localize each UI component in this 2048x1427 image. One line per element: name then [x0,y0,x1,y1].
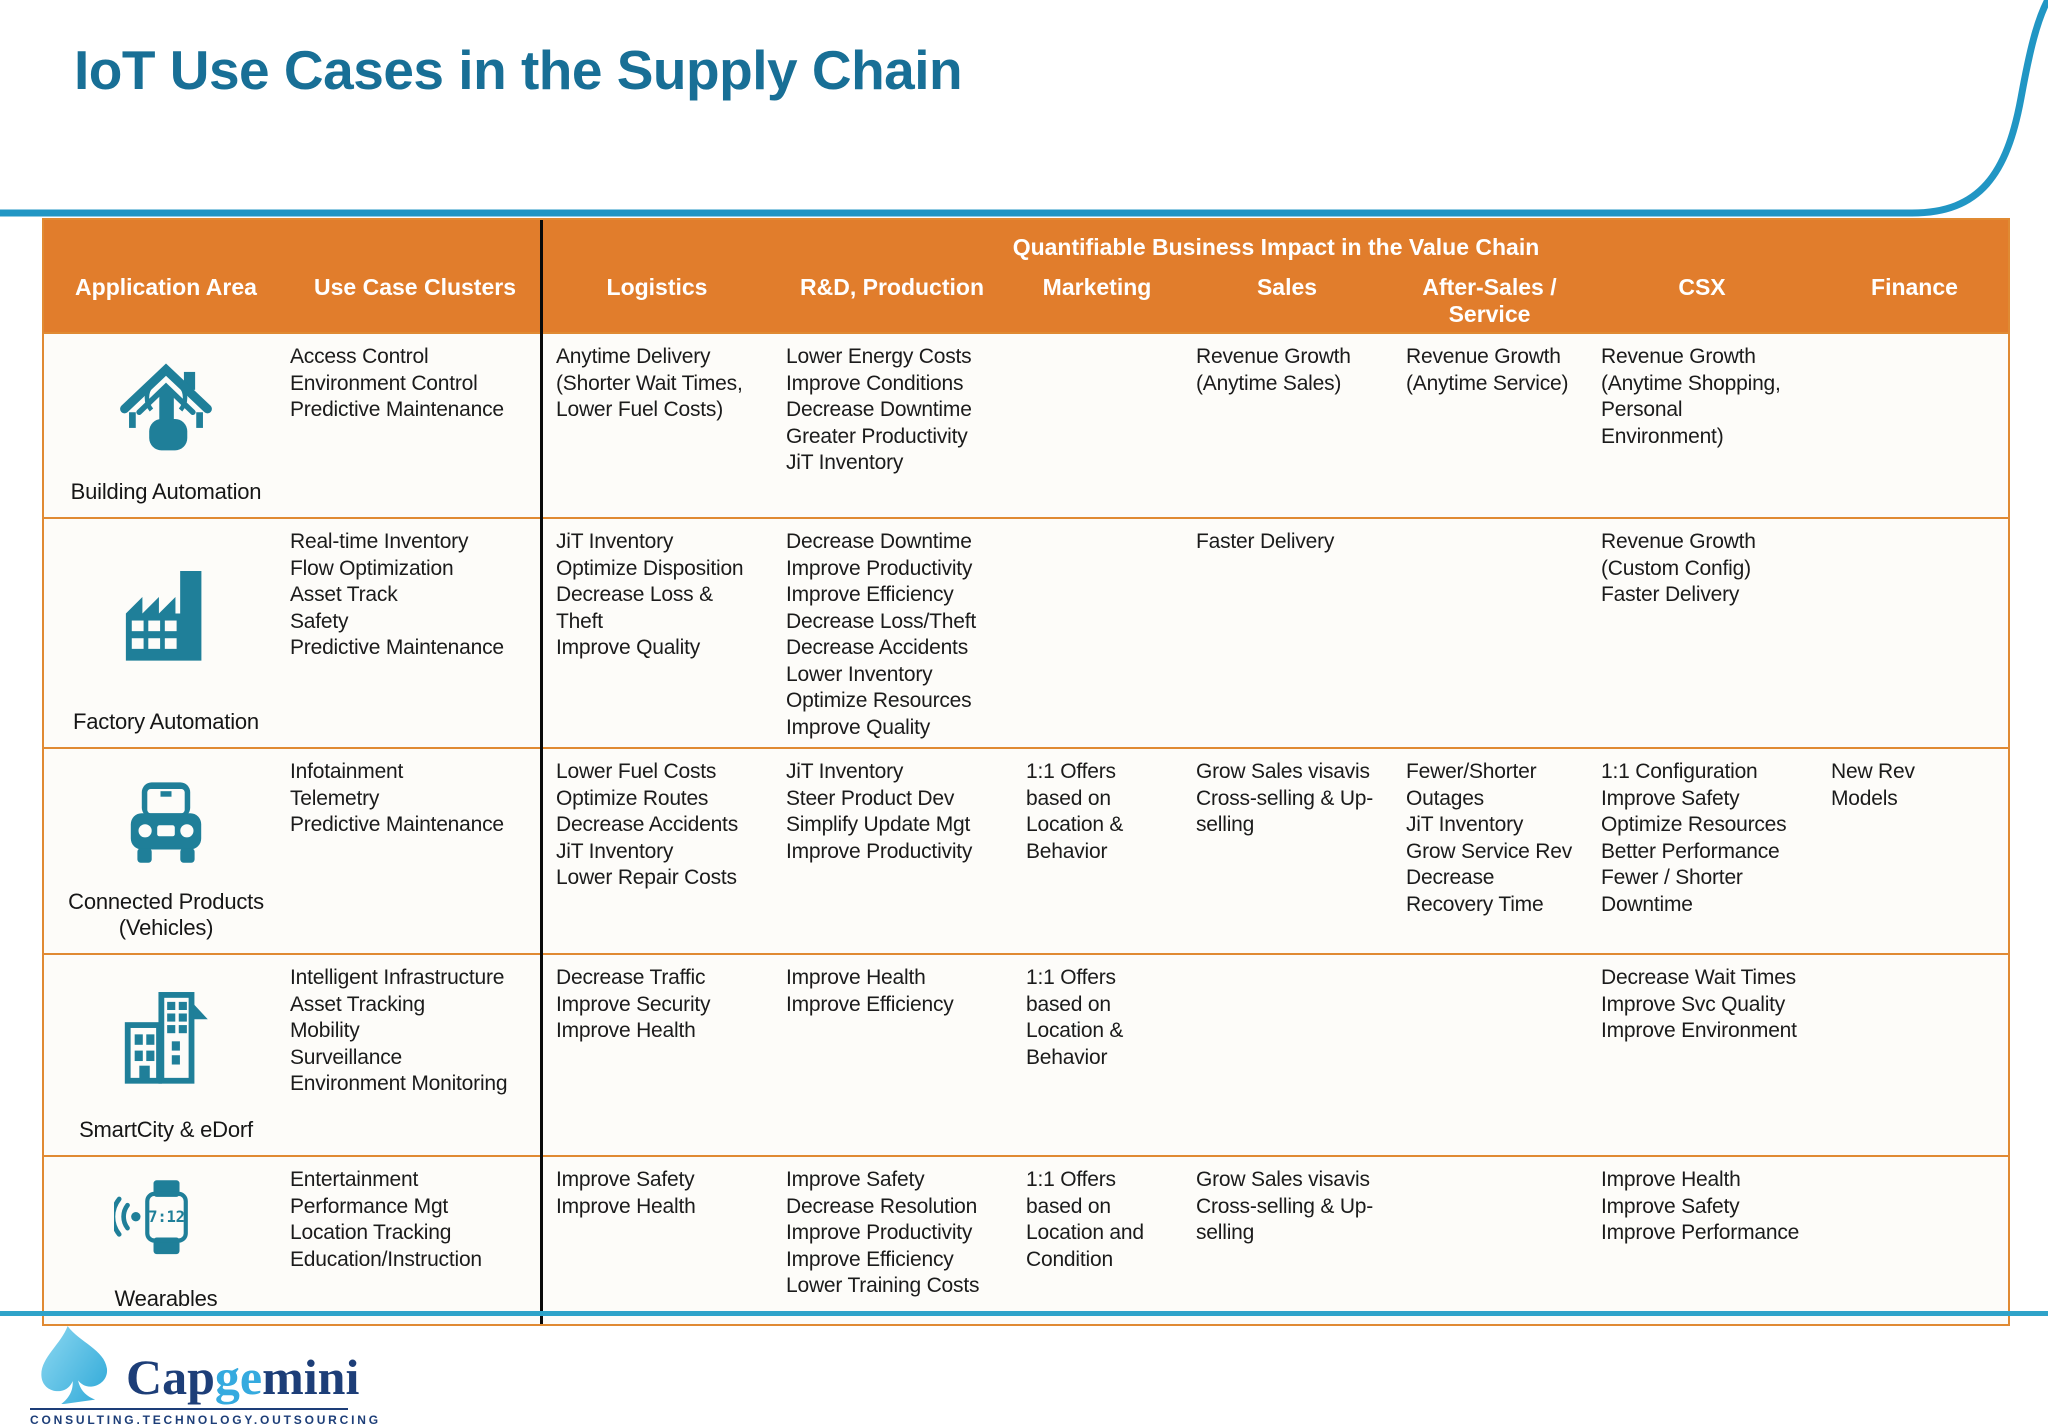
col-header-csx: CSX [1678,274,1726,300]
marketing-cell: 1:1 Offers based on Location & Behavior [1026,760,1124,863]
wordmark-part: ge [214,1349,263,1405]
col-header-sales: Sales [1256,274,1318,300]
connected-vehicle-icon [111,755,221,889]
rd-production-cell: Improve Health Improve Efficiency [786,966,954,1016]
finance-cell: New Rev Models [1831,760,1915,810]
wearables-icon: 7:12 [114,1163,218,1286]
use-case-clusters-cell: Intelligent Infrastructure Asset Trackin… [290,966,508,1095]
table-row-building-automation: Building Automation Access Control Envir… [44,332,2008,517]
use-case-table: Quantifiable Business Impact in the Valu… [42,218,2010,1326]
col-header-rd-production: R&D, Production [800,274,984,300]
area-cell: Building Automation [44,334,288,517]
csx-cell: Revenue Growth (Anytime Shopping, Person… [1601,345,1781,448]
rd-production-cell: Improve Safety Decrease Resolution Impro… [786,1168,980,1297]
wordmark-part: mini [262,1349,360,1405]
csx-cell: Revenue Growth (Custom Config) Faster De… [1601,530,1756,606]
use-case-clusters-cell: Real-time Inventory Flow Optimization As… [290,530,504,659]
area-cell: Connected Products (Vehicles) [44,749,288,953]
logistics-cell: Anytime Delivery (Shorter Wait Times, Lo… [556,345,743,421]
logo-tagline: CONSULTING.TECHNOLOGY.OUTSOURCING [30,1413,381,1427]
after-sales-service-cell [1392,519,1587,747]
column-divider-line [540,220,543,1324]
finance-cell [1817,955,2012,1155]
watch-time-text: 7:12 [148,1207,185,1225]
area-label: Factory Automation [73,709,259,734]
logistics-cell: JiT Inventory Optimize Disposition Decre… [556,530,744,659]
rd-production-cell: JiT Inventory Steer Product Dev Simplify… [786,760,973,863]
marketing-cell [1012,334,1182,517]
use-case-clusters-cell: Entertainment Performance Mgt Location T… [290,1168,482,1271]
sales-cell: Revenue Growth (Anytime Sales) [1196,345,1351,395]
table-row-factory-automation: Factory Automation Real-time Inventory F… [44,517,2008,747]
capgemini-logo: Capgemini CONSULTING.TECHNOLOGY.OUTSOURC… [28,1322,448,1427]
csx-cell: Decrease Wait Times Improve Svc Quality … [1601,966,1797,1042]
capgemini-wordmark: Capgemini [126,1350,359,1404]
area-label: Connected Products (Vehicles) [68,889,264,940]
sales-cell: Grow Sales visavis Cross-selling & Up- s… [1196,1168,1374,1244]
col-header-application-area: Application Area [75,274,257,300]
after-sales-service-cell [1392,1157,1587,1324]
finance-cell [1817,334,2012,517]
sales-cell: Grow Sales visavis Cross-selling & Up- s… [1196,760,1374,836]
building-automation-icon [110,340,222,479]
col-header-finance: Finance [1871,274,1958,300]
wordmark-part: Cap [126,1349,215,1405]
rd-production-cell: Lower Energy Costs Improve Conditions De… [786,345,972,474]
column-header-row: Application Area Use Case Clusters Logis… [44,274,2008,328]
top-swoosh-decoration [0,0,2048,217]
logistics-cell: Decrease Traffic Improve Security Improv… [556,966,711,1042]
smart-city-icon [108,961,224,1117]
use-case-clusters-cell: Access Control Environment Control Predi… [290,345,504,421]
sales-cell [1182,955,1392,1155]
logo-rule [30,1408,348,1410]
area-cell: 7:12 Wearables [44,1157,288,1324]
after-sales-service-cell: Revenue Growth (Anytime Service) [1406,345,1569,395]
area-label: SmartCity & eDorf [79,1117,253,1142]
area-cell: Factory Automation [44,519,288,747]
capgemini-spade-icon [41,1326,108,1404]
csx-cell: Improve Health Improve Safety Improve Pe… [1601,1168,1800,1244]
col-header-marketing: Marketing [1042,274,1152,300]
impact-header: Quantifiable Business Impact in the Valu… [1012,234,1540,260]
rd-production-cell: Decrease Downtime Improve Productivity I… [786,530,976,739]
after-sales-service-cell: Fewer/Shorter Outages JiT Inventory Grow… [1406,760,1573,916]
csx-cell: 1:1 Configuration Improve Safety Optimiz… [1601,760,1787,916]
finance-cell [1817,1157,2012,1324]
factory-automation-icon [107,525,225,709]
table-row-smartcity: SmartCity & eDorf Intelligent Infrastruc… [44,953,2008,1155]
col-header-use-case-clusters: Use Case Clusters [314,274,516,300]
bottom-blue-rule [0,1311,2048,1316]
finance-cell [1817,519,2012,747]
area-label: Building Automation [70,479,262,504]
col-header-after-sales-service: After-Sales / Service [1422,274,1557,327]
marketing-cell: 1:1 Offers based on Location and Conditi… [1026,1168,1144,1271]
col-header-logistics: Logistics [606,274,708,300]
logistics-cell: Lower Fuel Costs Optimize Routes Decreas… [556,760,738,889]
page-title: IoT Use Cases in the Supply Chain [74,39,963,101]
table-row-connected-products: Connected Products (Vehicles) Infotainme… [44,747,2008,953]
marketing-cell: 1:1 Offers based on Location & Behavior [1026,966,1124,1069]
area-cell: SmartCity & eDorf [44,955,288,1155]
after-sales-service-cell [1392,955,1587,1155]
table-header: Quantifiable Business Impact in the Valu… [44,220,2008,332]
area-label: Wearables [114,1286,218,1311]
use-case-clusters-cell: Infotainment Telemetry Predictive Mainte… [290,760,504,836]
marketing-cell [1012,519,1182,747]
logistics-cell: Improve Safety Improve Health [556,1168,696,1218]
table-row-wearables: 7:12 Wearables Entertainment Performance… [44,1155,2008,1324]
sales-cell: Faster Delivery [1196,530,1335,553]
